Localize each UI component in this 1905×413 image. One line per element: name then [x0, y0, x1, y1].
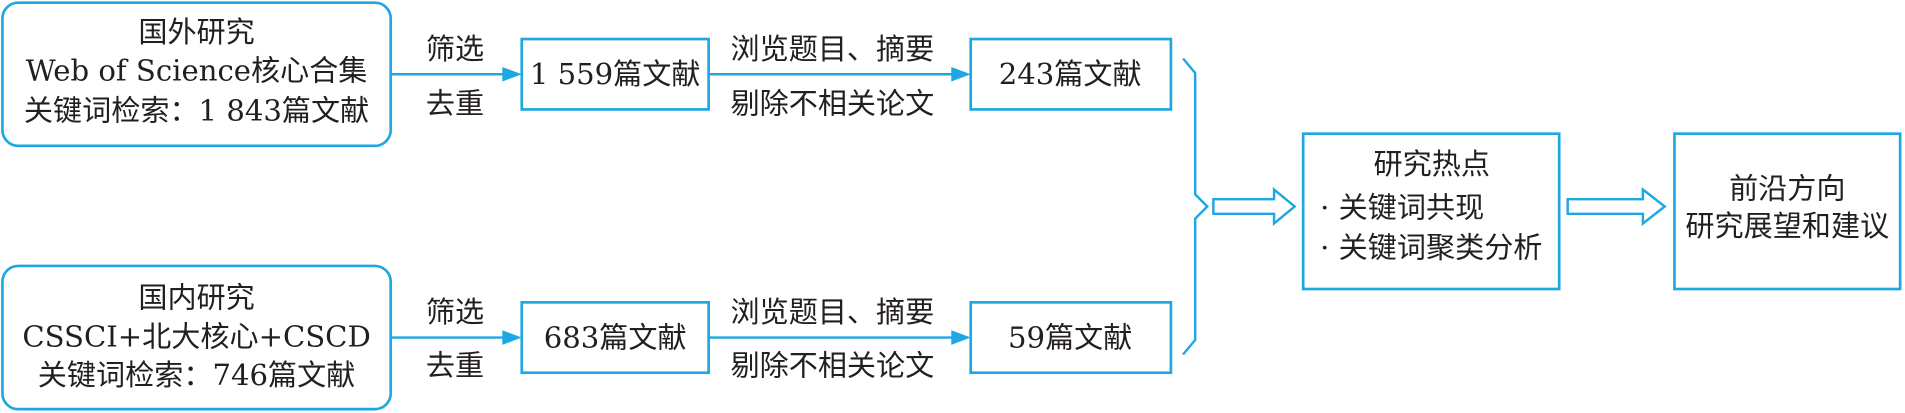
foreign-dedup-count: 1 559篇文献: [530, 57, 701, 91]
frontier-box: [1673, 132, 1902, 291]
domestic-filter-label: 筛选: [426, 295, 484, 329]
hotspots-title: 研究热点: [1374, 147, 1490, 181]
frontier-title: 前沿方向: [1729, 171, 1845, 205]
foreign-row: 国外研究 Web of Science核心合集 关键词检索：1 843篇文献 筛…: [1, 1, 1173, 148]
hotspot-item-clustering: · 关键词聚类分析: [1320, 231, 1542, 265]
foreign-search-count: 关键词检索：1 843篇文献: [24, 94, 369, 128]
foreign-final-count: 243篇文献: [999, 57, 1142, 91]
foreign-exclude-label: 剔除不相关论文: [730, 86, 934, 120]
arrow-head-icon: [951, 66, 971, 82]
domestic-row: 国内研究 CSSCI+北大核心+CSCD 关键词检索：746篇文献 筛选 去重 …: [1, 264, 1173, 411]
frontier-subtitle: 研究展望和建议: [1685, 209, 1889, 243]
foreign-title: 国外研究: [138, 15, 254, 49]
domestic-exclude-label: 剔除不相关论文: [730, 348, 934, 382]
domestic-dedup-label: 去重: [426, 348, 484, 382]
foreign-dedup-label: 去重: [426, 86, 484, 120]
arrow-head-icon: [502, 330, 522, 345]
foreign-filter-label: 筛选: [426, 32, 484, 66]
domestic-browse-label: 浏览题目、摘要: [730, 295, 934, 329]
domestic-title: 国内研究: [138, 281, 254, 315]
domestic-dedup-box: [520, 301, 710, 375]
arrow-head-icon: [502, 66, 522, 82]
hotspots-box: [1301, 132, 1561, 291]
arrow-head-icon: [951, 330, 971, 345]
domestic-dedup-count: 683篇文献: [544, 321, 687, 355]
domestic-final-box: [969, 301, 1173, 375]
merge-brace: [1182, 57, 1210, 356]
domestic-search-count: 关键词检索：746篇文献: [38, 358, 356, 392]
hotspot-item-cooccurrence: · 关键词共现: [1320, 191, 1484, 225]
foreign-dedup-box: [520, 37, 710, 111]
hollow-arrow-icon: [1566, 187, 1667, 226]
domestic-source: CSSCI+北大核心+CSCD: [22, 319, 370, 353]
foreign-browse-label: 浏览题目、摘要: [730, 32, 934, 66]
hollow-arrow-icon: [1212, 186, 1297, 227]
foreign-final-box: [969, 37, 1173, 111]
foreign-source: Web of Science核心合集: [26, 54, 368, 88]
domestic-final-count: 59篇文献: [1008, 321, 1132, 355]
